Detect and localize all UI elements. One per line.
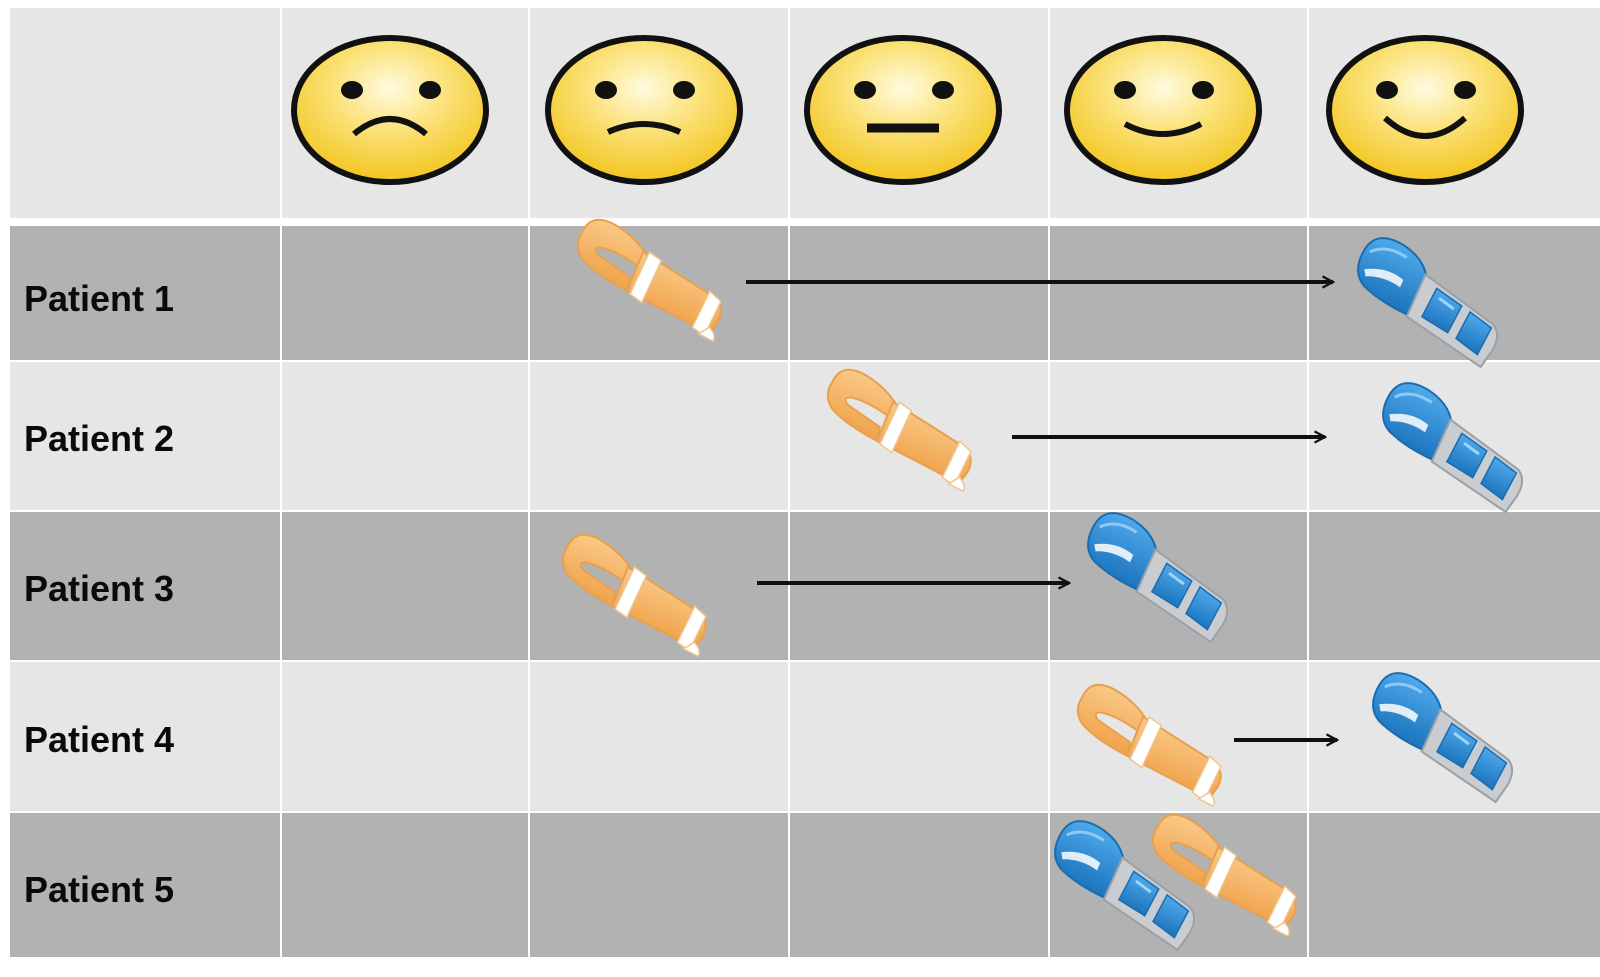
very-sad-face-icon [291,35,489,185]
grid-line [788,218,790,957]
happy-face-icon [1064,35,1262,185]
patient-row-2-bg [10,362,1600,510]
blue-splint-icon [1357,237,1499,369]
patient-label: Patient 5 [24,869,175,910]
patient-label: Patient 3 [24,568,175,609]
patient-row-1-bg [10,226,1600,360]
patient-label: Patient 4 [24,719,175,760]
patient-label: Patient 2 [24,418,175,459]
header-corner-cell [10,8,280,218]
sad-face-icon [545,35,743,185]
blue-splint-icon [1087,512,1229,644]
grid-line [528,218,530,957]
neutral-face-icon [804,35,1002,185]
patient-row-5-bg [10,813,1600,957]
blue-splint-icon [1372,672,1514,804]
orange-splint-icon [561,533,707,658]
patient-label: Patient 1 [24,278,175,319]
blue-splint-icon [1054,820,1196,952]
very-happy-face-icon [1326,35,1524,185]
orange-splint-icon [826,368,972,493]
grid-line [280,218,282,957]
orange-splint-icon [1076,683,1222,808]
orange-splint-icon [1151,813,1297,938]
grid-line [1307,218,1309,957]
patient-row-3-bg [10,512,1600,660]
orange-splint-icon [576,218,722,343]
grid-line [1048,218,1050,957]
blue-splint-icon [1382,382,1524,514]
